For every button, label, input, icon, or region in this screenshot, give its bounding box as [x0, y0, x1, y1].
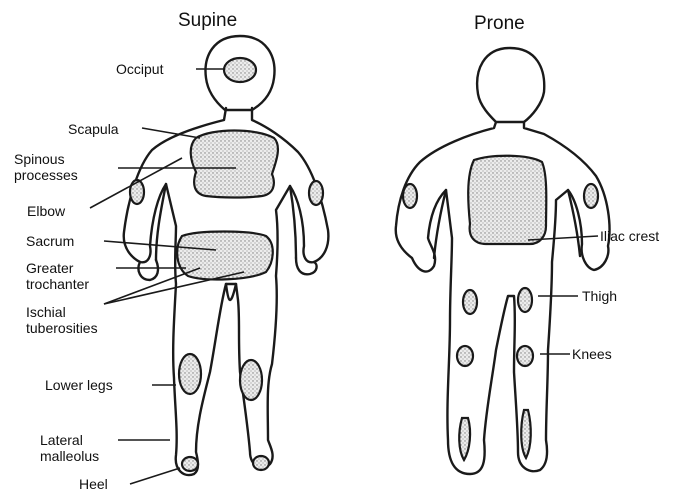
right-knee-pressure-area	[517, 346, 533, 366]
label-heel: Heel	[79, 476, 108, 491]
occiput-pressure-area	[224, 58, 256, 82]
label-lateral-malleolus: Lateral malleolus	[40, 432, 120, 464]
label-scapula: Scapula	[68, 121, 119, 137]
supine-figure	[90, 36, 328, 484]
prone-title: Prone	[474, 13, 525, 35]
label-knees: Knees	[572, 346, 612, 362]
supine-leg-split	[226, 284, 236, 300]
left-lower-leg-pressure-area	[179, 354, 201, 394]
iliac-crest-pressure-area	[468, 156, 546, 244]
label-ischial-tuberosities: Ischial tuberosities	[26, 304, 118, 336]
label-spinous-processes: Spinous processes	[14, 151, 118, 183]
left-shin-pressure-area	[459, 418, 470, 460]
right-elbow-pressure-area	[309, 181, 323, 205]
label-occiput: Occiput	[116, 61, 163, 77]
left-elbow-pressure-area	[130, 180, 144, 204]
right-elbow-pressure-area-prone	[584, 184, 598, 208]
label-thigh: Thigh	[582, 288, 617, 304]
label-lower-legs: Lower legs	[45, 377, 113, 393]
left-thigh-pressure-area	[463, 290, 477, 314]
left-heel-pressure-area	[182, 457, 198, 471]
left-elbow-pressure-area-prone	[403, 184, 417, 208]
scapula-pressure-area	[191, 131, 278, 198]
sacrum-pressure-area	[177, 232, 273, 280]
prone-head	[477, 48, 544, 122]
right-shin-pressure-area	[521, 410, 531, 458]
label-elbow: Elbow	[27, 203, 65, 219]
right-thigh-pressure-area	[518, 288, 532, 312]
right-lower-leg-pressure-area	[240, 360, 262, 400]
heel-leader	[130, 468, 180, 484]
left-knee-pressure-area	[457, 346, 473, 366]
prone-left-arm-inner	[434, 190, 446, 258]
right-heel-pressure-area	[253, 456, 269, 470]
supine-title: Supine	[178, 10, 237, 32]
label-sacrum: Sacrum	[26, 233, 74, 249]
label-iliac-crest: Iliac crest	[600, 228, 659, 244]
prone-figure	[396, 48, 610, 474]
label-greater-trochanter: Greater trochanter	[26, 260, 120, 292]
